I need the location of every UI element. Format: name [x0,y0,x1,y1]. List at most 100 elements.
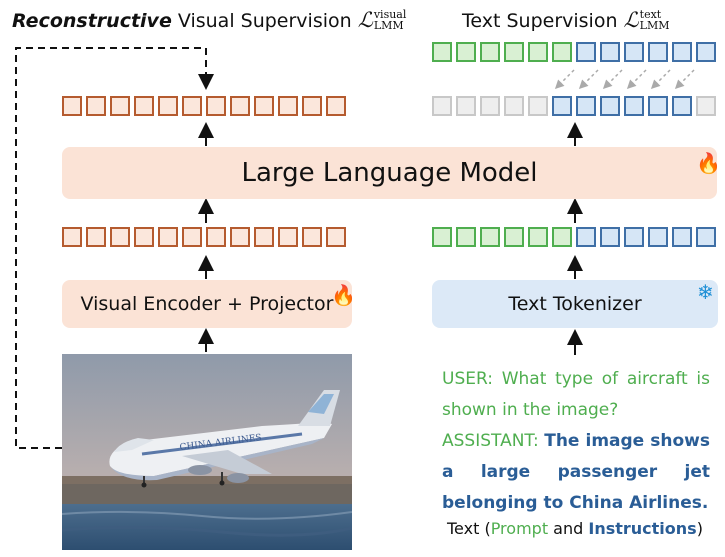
token [302,96,322,116]
token [624,227,644,247]
visual-input-tokens [62,227,346,247]
snowflake-icon: ❄ [697,280,714,304]
token [456,42,476,62]
token [672,227,692,247]
text-caption: Text (Prompt and Instructions) [447,519,703,538]
visual-encoder-box: Visual Encoder + Projector [62,280,352,328]
token [528,227,548,247]
token [696,96,716,116]
text-tokenizer-label: Text Tokenizer [508,293,642,315]
token [480,227,500,247]
token [552,42,572,62]
airplane-photo: CHINA AIRLINES [62,354,352,550]
visual-loss-sup: visual [373,7,407,21]
token [624,42,644,62]
text-loss-symbol: ℒ [623,8,639,32]
token [480,42,500,62]
token [206,96,226,116]
token [600,96,620,116]
caption-prompt: Prompt [490,519,549,538]
text-loss-sup: text [639,7,662,21]
dialog-text: USER: What type of aircraft is shown in … [442,364,710,519]
text-output-tokens [432,96,716,116]
caption-suffix: ) [696,519,703,538]
token [230,96,250,116]
shift-arrows [554,69,695,90]
token [62,96,82,116]
visual-encoder-label: Visual Encoder + Projector [80,293,334,315]
user-prompt: USER: What type of aircraft is shown in … [442,369,710,420]
token [696,227,716,247]
token [158,96,178,116]
flame-icon: 🔥 [696,151,721,175]
reconstructive-label: Reconstructive [12,10,172,32]
reconstruction-dashed-path [15,47,214,449]
token [158,227,178,247]
token [254,96,274,116]
token [624,96,644,116]
token [302,227,322,247]
text-tokenizer-box: Text Tokenizer [432,280,718,328]
token [278,96,298,116]
text-input-tokens [432,227,716,247]
visual-loss-sub: LMM [373,18,404,32]
token [278,227,298,247]
token [480,96,500,116]
token [134,227,154,247]
token [254,227,274,247]
token [648,96,668,116]
visual-loss-symbol: ℒ [357,8,373,32]
token [648,42,668,62]
text-supervision-label: Text Supervision [462,10,624,32]
token [86,227,106,247]
token [110,227,130,247]
token [456,96,476,116]
token [182,227,202,247]
llm-label: Large Language Model [241,158,538,188]
token [326,96,346,116]
token [576,96,596,116]
token [110,96,130,116]
token [504,96,524,116]
token [528,96,548,116]
llm-box: Large Language Model [62,147,717,199]
text-loss-sub: LMM [639,18,670,32]
flame-icon: 🔥 [331,283,356,307]
visual-output-tokens [62,96,346,116]
caption-prefix: Text ( [447,519,491,538]
token [182,96,202,116]
token [528,42,548,62]
token [432,42,452,62]
input-image: CHINA AIRLINES [62,354,352,550]
token [134,96,154,116]
assistant-label: ASSISTANT: [442,431,545,451]
token [552,227,572,247]
token [86,96,106,116]
token [230,227,250,247]
token [672,96,692,116]
token [62,227,82,247]
token [576,42,596,62]
token [552,96,572,116]
caption-middle: and [548,519,589,538]
caption-instructions: Instructions [588,519,697,538]
assistant-answer: The image shows a large passenger jet be… [442,431,710,513]
token [600,42,620,62]
token [206,227,226,247]
token [576,227,596,247]
token [432,96,452,116]
text-target-tokens [432,42,716,62]
token [326,227,346,247]
token [648,227,668,247]
token [672,42,692,62]
token [432,227,452,247]
token [456,227,476,247]
visual-supervision-label: Visual Supervision [171,10,358,32]
token [600,227,620,247]
token [504,42,524,62]
